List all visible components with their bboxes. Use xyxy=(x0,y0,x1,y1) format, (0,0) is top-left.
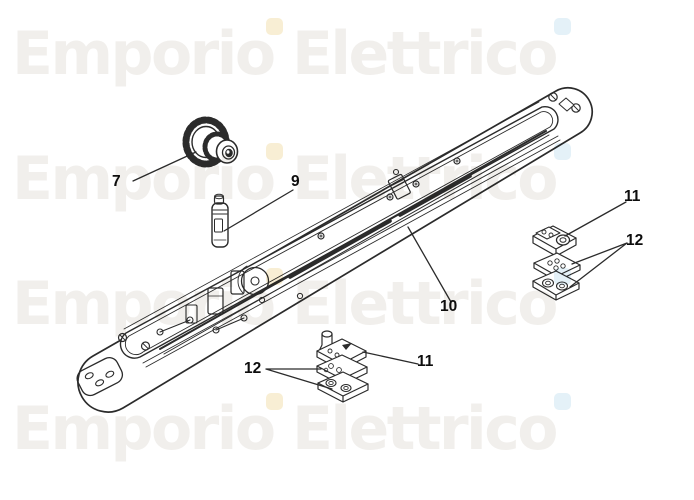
rail-clip-block xyxy=(387,168,411,200)
part-label-9: 9 xyxy=(291,173,300,190)
leader-line-9 xyxy=(223,189,294,232)
rail-interior-parts xyxy=(156,265,304,336)
leader-line-10 xyxy=(407,226,452,303)
rail-pins xyxy=(317,157,461,240)
rail-tip-screws xyxy=(548,92,581,113)
leader-line-7 xyxy=(132,151,197,182)
part-label-11-bottom: 11 xyxy=(417,353,434,370)
leader-line-11-right xyxy=(564,201,627,237)
part-label-12-bottom: 12 xyxy=(244,360,262,377)
leader-lines xyxy=(132,151,628,390)
rail-part-10 xyxy=(76,86,593,413)
pin-part-9 xyxy=(211,193,229,248)
part-label-10: 10 xyxy=(440,298,458,315)
plates-part-12-bottom xyxy=(316,354,369,403)
leader-line-11-bottom xyxy=(362,351,419,365)
part-label-12-right: 12 xyxy=(626,232,644,249)
part-label-11-right: 11 xyxy=(624,188,641,205)
foot-mount-plate xyxy=(76,356,124,397)
leader-line-12-right xyxy=(569,242,628,288)
gear-part-7 xyxy=(182,116,239,168)
plates-part-12-right xyxy=(532,252,581,301)
part-label-7: 7 xyxy=(112,173,121,190)
leader-line-12-bottom xyxy=(265,368,333,390)
bracket-part-11-right xyxy=(532,225,577,257)
